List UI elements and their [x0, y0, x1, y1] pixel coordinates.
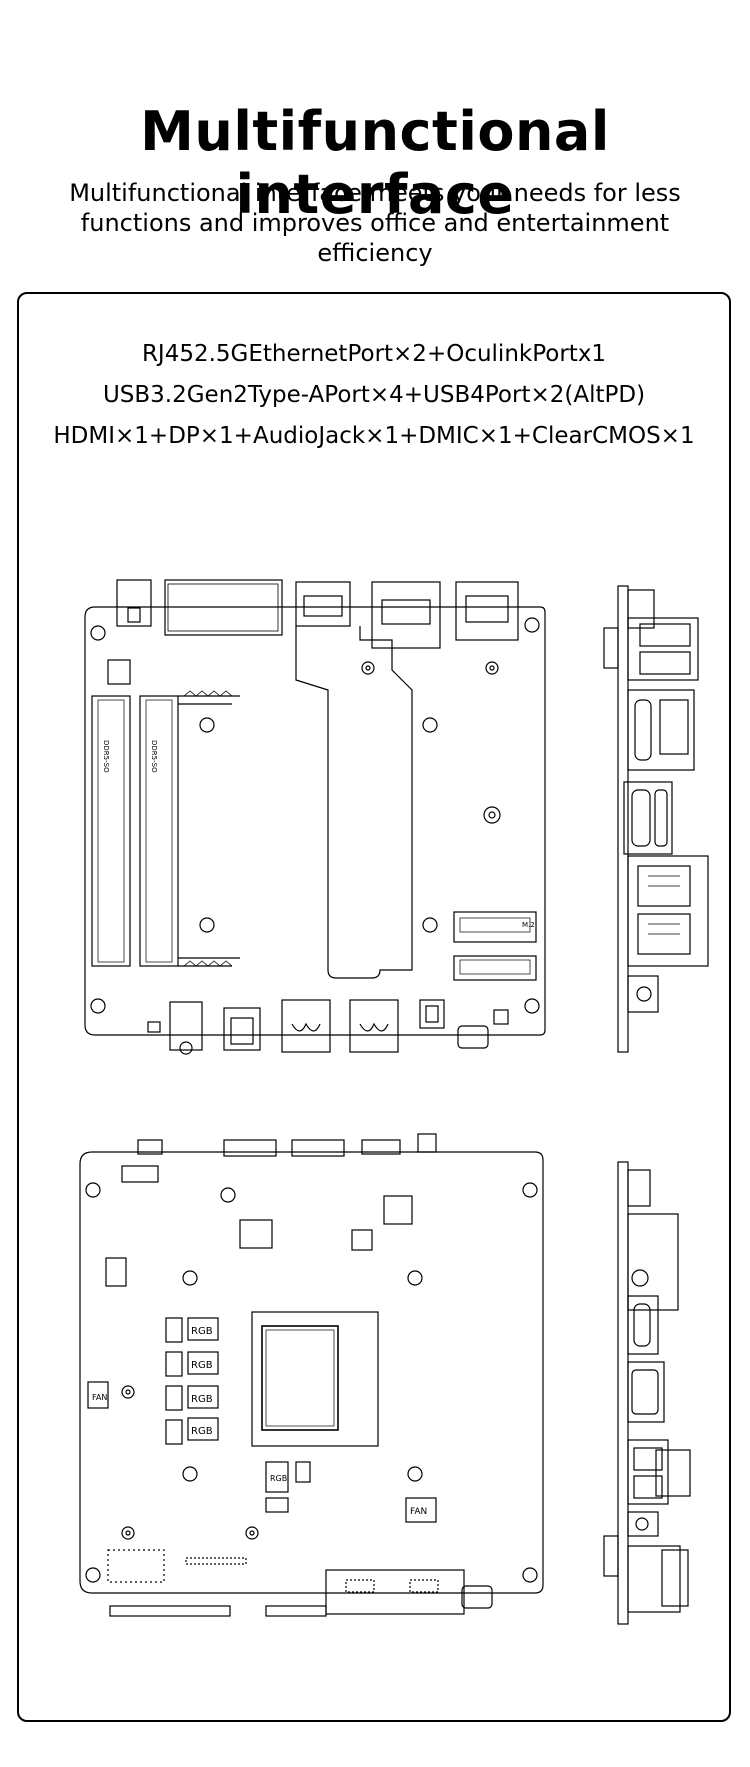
svg-text:RGB: RGB	[270, 1474, 287, 1483]
cpu-die	[261, 1325, 339, 1431]
dc-in-port	[223, 1007, 261, 1051]
usb-a-bottom-1	[281, 999, 331, 1053]
usb-a-stack-1	[371, 581, 441, 649]
m2-connector-2	[453, 955, 537, 981]
m2-slot-area	[295, 626, 413, 979]
dimm-label-2: DDR5-SO	[150, 740, 158, 773]
spec-line-network: RJ452.5GEthernetPort×2+OculinkPortx1	[141, 341, 607, 367]
svg-text:RGB: RGB	[191, 1360, 213, 1371]
bottom-board-outline	[79, 1151, 544, 1594]
side1-ethernet-stack	[627, 855, 709, 967]
side1-hdmi-dp	[623, 781, 673, 855]
dimm-label-1: DDR5-SO	[102, 740, 110, 773]
m2-connector-1	[453, 911, 537, 943]
side2-board-edge	[617, 1161, 629, 1625]
svg-text:RGB: RGB	[191, 1426, 213, 1437]
rgb-headers: RGB RGB RGB RGB	[165, 1317, 219, 1445]
usb-a-bottom-2	[349, 999, 399, 1053]
spec-frame: RJ452.5GEthernetPort×2+OculinkPortx1 USB…	[17, 292, 731, 1722]
dimm-slot-2	[139, 695, 179, 967]
side1-board-edge	[617, 585, 629, 1053]
page-title: Multifunctional interface	[140, 100, 610, 226]
svg-text:RGB: RGB	[191, 1326, 213, 1337]
side1-usb4-ports	[627, 689, 695, 771]
svg-text:RGB: RGB	[191, 1394, 213, 1405]
hdmi-port-top	[295, 581, 351, 627]
spec-line-video-audio: HDMI×1+DP×1+AudioJack×1+DMIC×1+ClearCMOS…	[53, 423, 695, 449]
board-bottom-view: RGB RGB RGB RGB FAN RGB FAN	[79, 1133, 544, 1617]
board-side-view-front	[603, 585, 709, 1053]
side1-usb-stack	[627, 617, 699, 681]
board-top-view: DDR5-SO DDR5-SO M.2	[84, 579, 546, 1055]
clear-cmos-jumper	[419, 999, 445, 1029]
oculink-port	[164, 579, 283, 636]
page-subtitle: Multifunctional interface meets your nee…	[69, 179, 681, 267]
cpu-package	[251, 1311, 379, 1447]
svg-text:M.2: M.2	[522, 921, 535, 929]
dmic-connector	[457, 1025, 489, 1049]
spec-list: RJ452.5GEthernetPort×2+OculinkPortx1 USB…	[19, 334, 729, 457]
spec-line-usb: USB3.2Gen2Type-APort×4+USB4Port×2(AltPD)	[102, 382, 646, 408]
fan-header-top	[107, 659, 131, 685]
dimm-slot-1	[91, 695, 131, 967]
top-board-outline	[84, 606, 546, 1036]
mount-hole	[90, 625, 106, 641]
board-side-view-rear	[603, 1161, 691, 1625]
audio-jack	[169, 1001, 203, 1051]
usb-a-stack-2	[455, 581, 519, 641]
svg-text:FAN: FAN	[92, 1393, 107, 1402]
svg-text:FAN: FAN	[410, 1507, 427, 1517]
ethernet-jack-top	[116, 579, 152, 627]
fan-header-bottom	[105, 1257, 127, 1287]
